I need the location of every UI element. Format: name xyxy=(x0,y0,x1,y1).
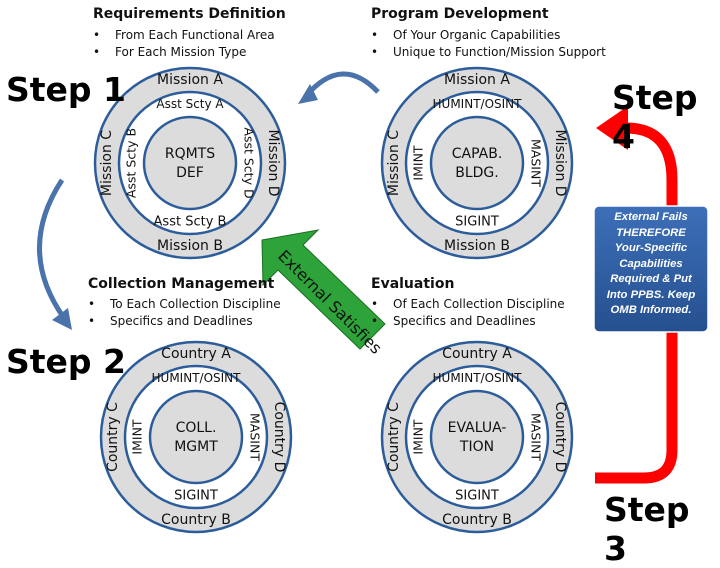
arrow-step1-to-step4 xyxy=(298,71,380,104)
center-label-line2: TION xyxy=(459,439,494,455)
inner-ring xyxy=(142,115,238,211)
outer-label-top: Country A xyxy=(161,346,231,362)
outer-label-right: Mission D xyxy=(265,129,281,196)
callout-line: Into PPBS. Keep xyxy=(606,288,696,301)
outer-label-bottom: Country B xyxy=(161,512,231,528)
outer-label-top: Mission A xyxy=(157,72,223,88)
center-label-line2: MGMT xyxy=(174,439,218,455)
bullets-evaluation: Of Each Collection Discipline Specifics … xyxy=(371,296,565,330)
inner-ring xyxy=(429,115,525,211)
inner-label-right: MASINT xyxy=(529,413,544,461)
inner-label-bottom: SIGINT xyxy=(455,489,499,504)
callout-line: Capabilities xyxy=(619,257,683,270)
bullets-program: Of Your Organic Capabilities Unique to F… xyxy=(371,27,606,61)
callout-line: Your-Specific xyxy=(614,242,688,254)
bullet-item: Specifics and Deadlines xyxy=(88,313,281,330)
step-2-label: Step 2 xyxy=(6,342,126,381)
center-label-line2: DEF xyxy=(176,165,204,181)
inner-label-right: MASINT xyxy=(248,413,263,461)
outer-label-left: Country C xyxy=(105,402,121,472)
outer-label-left: Country C xyxy=(386,402,402,472)
inner-label-top: HUMINT/OSINT xyxy=(433,97,523,111)
external-satisfies-arrow xyxy=(261,229,386,350)
outer-label-left: Mission C xyxy=(386,130,402,196)
heading-program-development: Program Development xyxy=(371,6,549,22)
bullets-requirements: From Each Functional Area For Each Missi… xyxy=(93,27,275,61)
step-3-label: Step 3 xyxy=(604,490,690,568)
center-label-line1: COLL. xyxy=(176,420,217,436)
inner-label-left: IMINT xyxy=(411,145,426,181)
inner-label-right: Asst Scty D xyxy=(242,127,257,198)
inner-label-right: MASINT xyxy=(529,139,544,187)
inner-label-bottom: SIGINT xyxy=(455,215,499,230)
heading-collection-management: Collection Management xyxy=(88,276,275,292)
heading-requirements-definition: Requirements Definition xyxy=(93,6,286,22)
ring-diagram-bl: Country A Country B Country C Country D HUMI… xyxy=(99,340,293,534)
callout-line: External Fails xyxy=(614,211,688,223)
inner-label-bottom: SIGINT xyxy=(174,489,218,504)
arrow-step1-to-step2 xyxy=(37,178,72,330)
bullet-item: Of Each Collection Discipline xyxy=(371,296,565,313)
inner-ring xyxy=(148,389,244,485)
bullet-item: From Each Functional Area xyxy=(93,27,275,44)
bullet-item: Specifics and Deadlines xyxy=(371,313,565,330)
callout-box xyxy=(593,205,709,333)
outer-label-bottom: Mission B xyxy=(444,238,510,254)
ring-diagram-tl: Mission A Mission B Mission C Mission D Asst… xyxy=(93,66,287,260)
diagram-canvas: Mission A Mission B Mission C Mission D Asst… xyxy=(37,66,709,534)
arrow-step3-to-step4 xyxy=(595,106,678,484)
inner-ring xyxy=(429,389,525,485)
bullet-item: Of Your Organic Capabilities xyxy=(371,27,606,44)
bullet-item: Unique to Function/Mission Support xyxy=(371,44,606,61)
external-satisfies-label: External Satisfies xyxy=(274,246,386,358)
inner-label-left: IMINT xyxy=(411,419,426,455)
outer-label-right: Mission D xyxy=(552,129,568,196)
bullet-item: For Each Mission Type xyxy=(93,44,275,61)
center-label-line1: RQMTS xyxy=(165,146,215,162)
callout-line: THEREFORE xyxy=(616,226,686,239)
callout-text: External Fails THEREFORE Your-Specific C… xyxy=(595,210,707,319)
outer-label-top: Mission A xyxy=(444,72,510,88)
bullet-item: To Each Collection Discipline xyxy=(88,296,281,313)
ring-diagram-br: Country A Country B Country C Country D HUMI… xyxy=(380,340,574,534)
inner-label-left: Asst Scty B xyxy=(124,128,139,198)
step-1-label: Step 1 xyxy=(6,70,126,109)
outer-label-right: Country D xyxy=(552,402,568,473)
outer-label-bottom: Mission B xyxy=(157,238,223,254)
center-label-line1: EVALUA- xyxy=(448,420,507,436)
outer-label-top: Country A xyxy=(442,346,512,362)
outer-label-right: Country D xyxy=(271,402,287,473)
heading-evaluation: Evaluation xyxy=(371,276,455,292)
center-label-line2: BLDG. xyxy=(455,165,498,181)
callout-line: Required & Put xyxy=(610,273,692,285)
inner-label-left: IMINT xyxy=(130,419,145,455)
inner-label-top: Asst Scty A xyxy=(156,97,224,111)
callout-line: OMB Informed. xyxy=(610,304,692,316)
inner-label-top: HUMINT/OSINT xyxy=(152,371,242,385)
outer-label-left: Mission C xyxy=(99,130,115,196)
ring-diagram-tr: Mission A Mission B Mission C Mission D HUMI… xyxy=(380,66,574,260)
center-label-line1: CAPAB. xyxy=(452,146,503,162)
bullets-collection: To Each Collection Discipline Specifics … xyxy=(88,296,281,330)
inner-label-bottom: Asst Scty B xyxy=(154,215,227,230)
inner-label-top: HUMINT/OSINT xyxy=(433,371,523,385)
outer-label-bottom: Country B xyxy=(442,512,512,528)
step-4-label: Step 4 xyxy=(612,78,698,156)
